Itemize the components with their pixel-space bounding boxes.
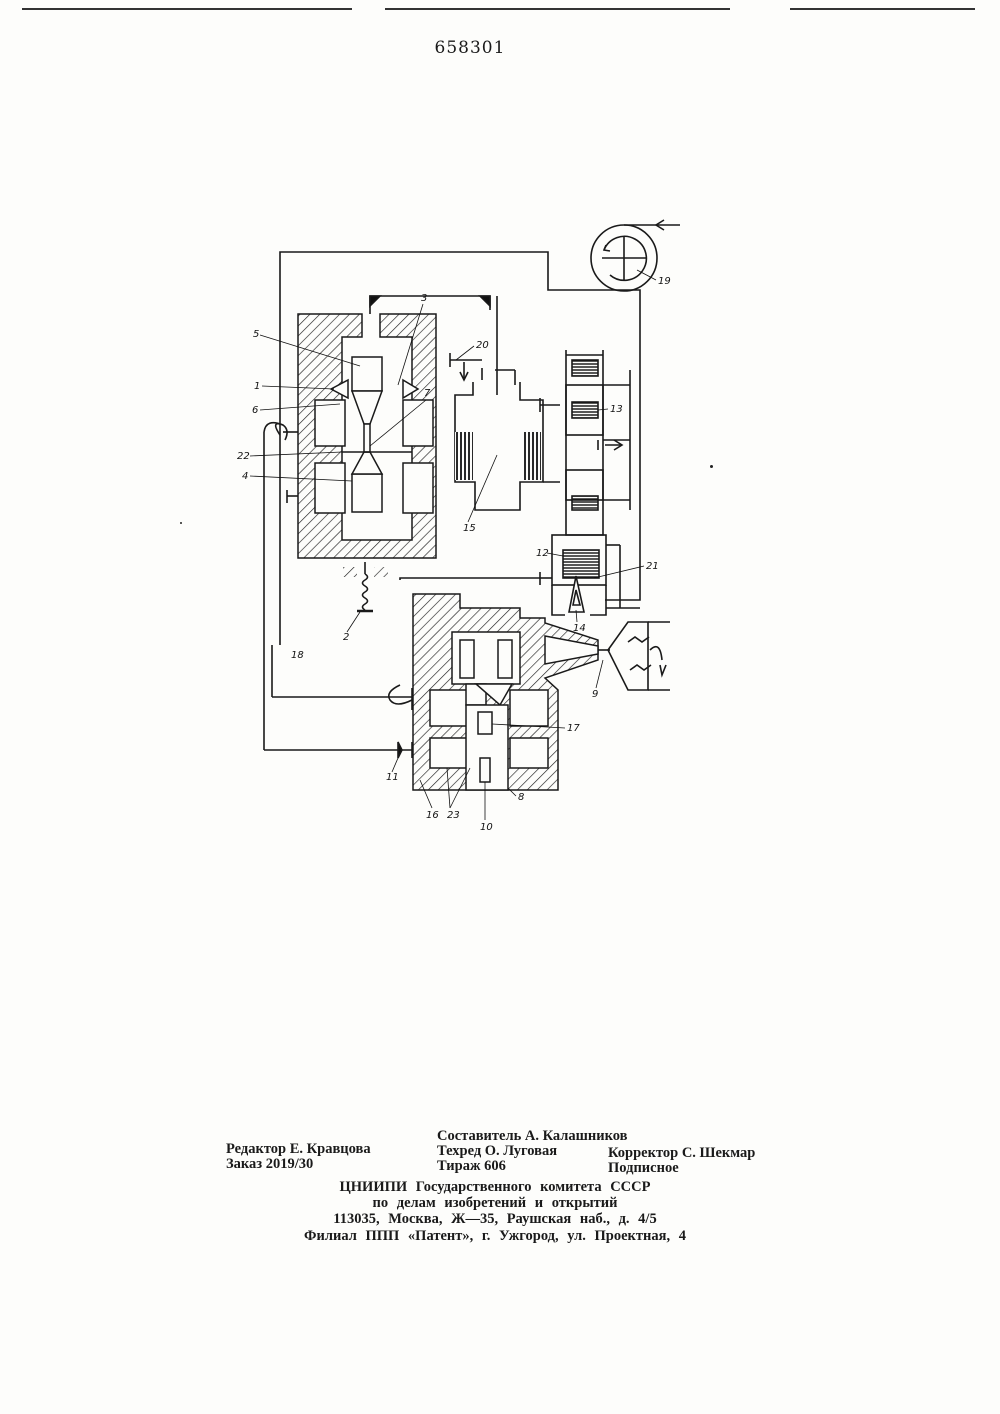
compiler-credit: Составитель А. Калашников	[437, 1128, 628, 1144]
label-22: 22	[237, 451, 250, 462]
label-9: 9	[592, 689, 598, 700]
label-23: 23	[447, 810, 460, 821]
label-12: 12	[536, 548, 549, 559]
label-14: 14	[573, 623, 586, 634]
editor-credit: Редактор Е. Кравцова	[226, 1141, 371, 1157]
label-3: 3	[421, 293, 427, 304]
org-line-1: ЦНИИПИ Государственного комитета СССР	[230, 1179, 760, 1195]
subscription: Подписное	[608, 1160, 679, 1176]
label-13: 13	[610, 404, 623, 415]
circulation: Тираж 606	[437, 1158, 506, 1174]
org-line-4: Филиал ППП «Патент», г. Ужгород, ул. Про…	[230, 1228, 760, 1244]
org-line-3: 113035, Москва, Ж—35, Раушская наб., д. …	[230, 1211, 760, 1227]
corrector-credit: Корректор С. Шекмар	[608, 1145, 755, 1161]
label-5: 5	[253, 329, 259, 340]
label-4: 4	[242, 471, 248, 482]
label-1: 1	[254, 381, 260, 392]
label-10: 10	[480, 822, 493, 833]
label-18: 18	[291, 650, 304, 661]
label-17: 17	[567, 723, 580, 734]
label-16: 16	[426, 810, 439, 821]
label-2: 2	[343, 632, 349, 643]
label-19: 19	[658, 276, 671, 287]
org-line-2: по делам изобретений и открытий	[230, 1195, 760, 1211]
label-21: 21	[646, 561, 659, 572]
label-8: 8	[518, 792, 524, 803]
tech-editor-credit: Техред О. Луговая	[437, 1143, 557, 1159]
label-6: 6	[252, 405, 258, 416]
label-15: 15	[463, 523, 476, 534]
label-11: 11	[386, 772, 399, 783]
speck	[180, 522, 182, 524]
order-number: Заказ 2019/30	[226, 1156, 313, 1172]
label-20: 20	[476, 340, 489, 351]
speck	[710, 465, 713, 468]
label-7: 7	[424, 388, 431, 399]
